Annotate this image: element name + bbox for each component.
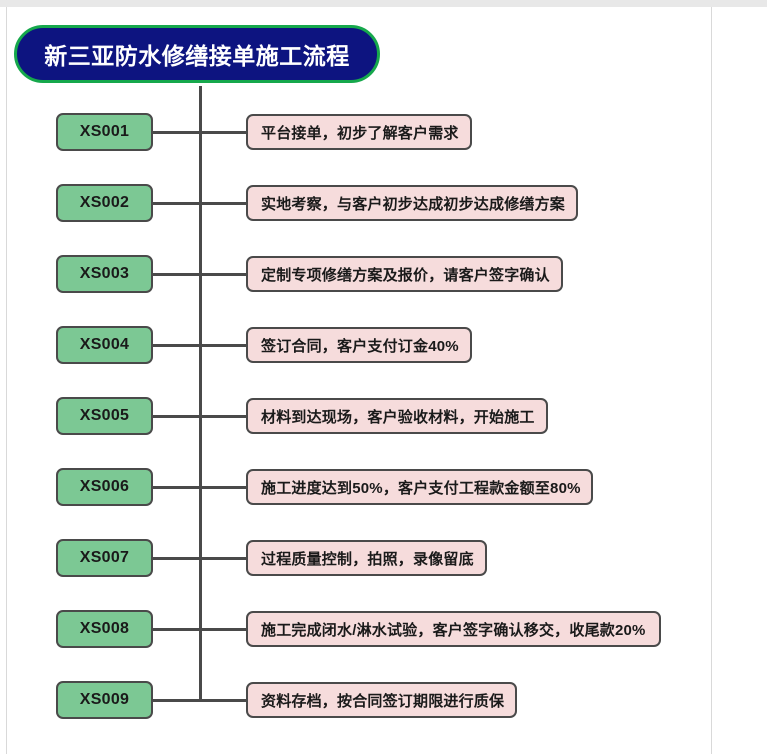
flow-step-row: XS005 材料到达现场，客户验收材料，开始施工 [0, 397, 767, 437]
flow-step-row: XS001 平台接单，初步了解客户需求 [0, 113, 767, 153]
step-code-label: XS001 [79, 123, 130, 140]
step-code-box-xs009[interactable]: XS009 [56, 681, 153, 719]
step-description-label: 资料存档，按合同签订期限进行质保 [261, 692, 505, 710]
flow-step-row: XS007 过程质量控制，拍照，录像留底 [0, 539, 767, 579]
connector-horizontal [153, 628, 246, 631]
step-description-label: 材料到达现场，客户验收材料，开始施工 [261, 408, 535, 426]
connector-horizontal [153, 557, 246, 560]
flow-step-row: XS003 定制专项修缮方案及报价，请客户签字确认 [0, 255, 767, 295]
step-code-box-xs001[interactable]: XS001 [56, 113, 153, 151]
connector-horizontal [153, 202, 246, 205]
flow-step-row: XS004 签订合同，客户支付订金40% [0, 326, 767, 366]
connector-horizontal [153, 344, 246, 347]
step-description-box-xs001[interactable]: 平台接单，初步了解客户需求 [246, 114, 472, 150]
top-band [0, 0, 767, 7]
step-code-box-xs008[interactable]: XS008 [56, 610, 153, 648]
step-description-label: 实地考察，与客户初步达成初步达成修缮方案 [261, 195, 566, 213]
step-description-label: 过程质量控制，拍照，录像留底 [261, 550, 474, 568]
step-code-box-xs005[interactable]: XS005 [56, 397, 153, 435]
step-code-label: XS005 [79, 407, 130, 424]
connector-spine [199, 86, 202, 700]
step-description-label: 签订合同，客户支付订金40% [261, 337, 459, 355]
step-code-label: XS009 [79, 691, 130, 708]
step-code-label: XS007 [79, 549, 130, 566]
step-description-box-xs004[interactable]: 签订合同，客户支付订金40% [246, 327, 472, 363]
page-title: 新三亚防水修缮接单施工流程 [44, 43, 350, 69]
step-code-label: XS004 [79, 336, 130, 353]
frame-left-border [6, 7, 7, 754]
flow-step-row: XS008 施工完成闭水/淋水试验，客户签字确认移交，收尾款20% [0, 610, 767, 650]
step-description-box-xs002[interactable]: 实地考察，与客户初步达成初步达成修缮方案 [246, 185, 578, 221]
step-code-box-xs002[interactable]: XS002 [56, 184, 153, 222]
step-description-box-xs006[interactable]: 施工进度达到50%，客户支付工程款金额至80% [246, 469, 593, 505]
step-description-label: 施工完成闭水/淋水试验，客户签字确认移交，收尾款20% [261, 621, 646, 639]
connector-horizontal [153, 131, 246, 134]
step-code-box-xs003[interactable]: XS003 [56, 255, 153, 293]
flow-step-row: XS002 实地考察，与客户初步达成初步达成修缮方案 [0, 184, 767, 224]
step-code-label: XS003 [79, 265, 130, 282]
step-description-label: 定制专项修缮方案及报价，请客户签字确认 [261, 266, 550, 284]
flow-step-row: XS009 资料存档，按合同签订期限进行质保 [0, 681, 767, 721]
step-code-box-xs004[interactable]: XS004 [56, 326, 153, 364]
connector-horizontal [153, 486, 246, 489]
connector-horizontal [153, 699, 246, 702]
step-description-label: 平台接单，初步了解客户需求 [261, 124, 459, 142]
step-description-box-xs005[interactable]: 材料到达现场，客户验收材料，开始施工 [246, 398, 548, 434]
step-description-box-xs003[interactable]: 定制专项修缮方案及报价，请客户签字确认 [246, 256, 563, 292]
flowchart-title-box: 新三亚防水修缮接单施工流程 [14, 25, 380, 83]
step-code-label: XS002 [79, 194, 130, 211]
connector-horizontal [153, 415, 246, 418]
step-description-box-xs009[interactable]: 资料存档，按合同签订期限进行质保 [246, 682, 517, 718]
step-code-box-xs007[interactable]: XS007 [56, 539, 153, 577]
step-description-box-xs008[interactable]: 施工完成闭水/淋水试验，客户签字确认移交，收尾款20% [246, 611, 661, 647]
step-description-label: 施工进度达到50%，客户支付工程款金额至80% [261, 479, 581, 497]
flow-step-row: XS006 施工进度达到50%，客户支付工程款金额至80% [0, 468, 767, 508]
step-code-box-xs006[interactable]: XS006 [56, 468, 153, 506]
step-code-label: XS006 [79, 478, 130, 495]
connector-horizontal [153, 273, 246, 276]
step-code-label: XS008 [79, 620, 130, 637]
frame-right-border [711, 7, 712, 754]
step-description-box-xs007[interactable]: 过程质量控制，拍照，录像留底 [246, 540, 487, 576]
